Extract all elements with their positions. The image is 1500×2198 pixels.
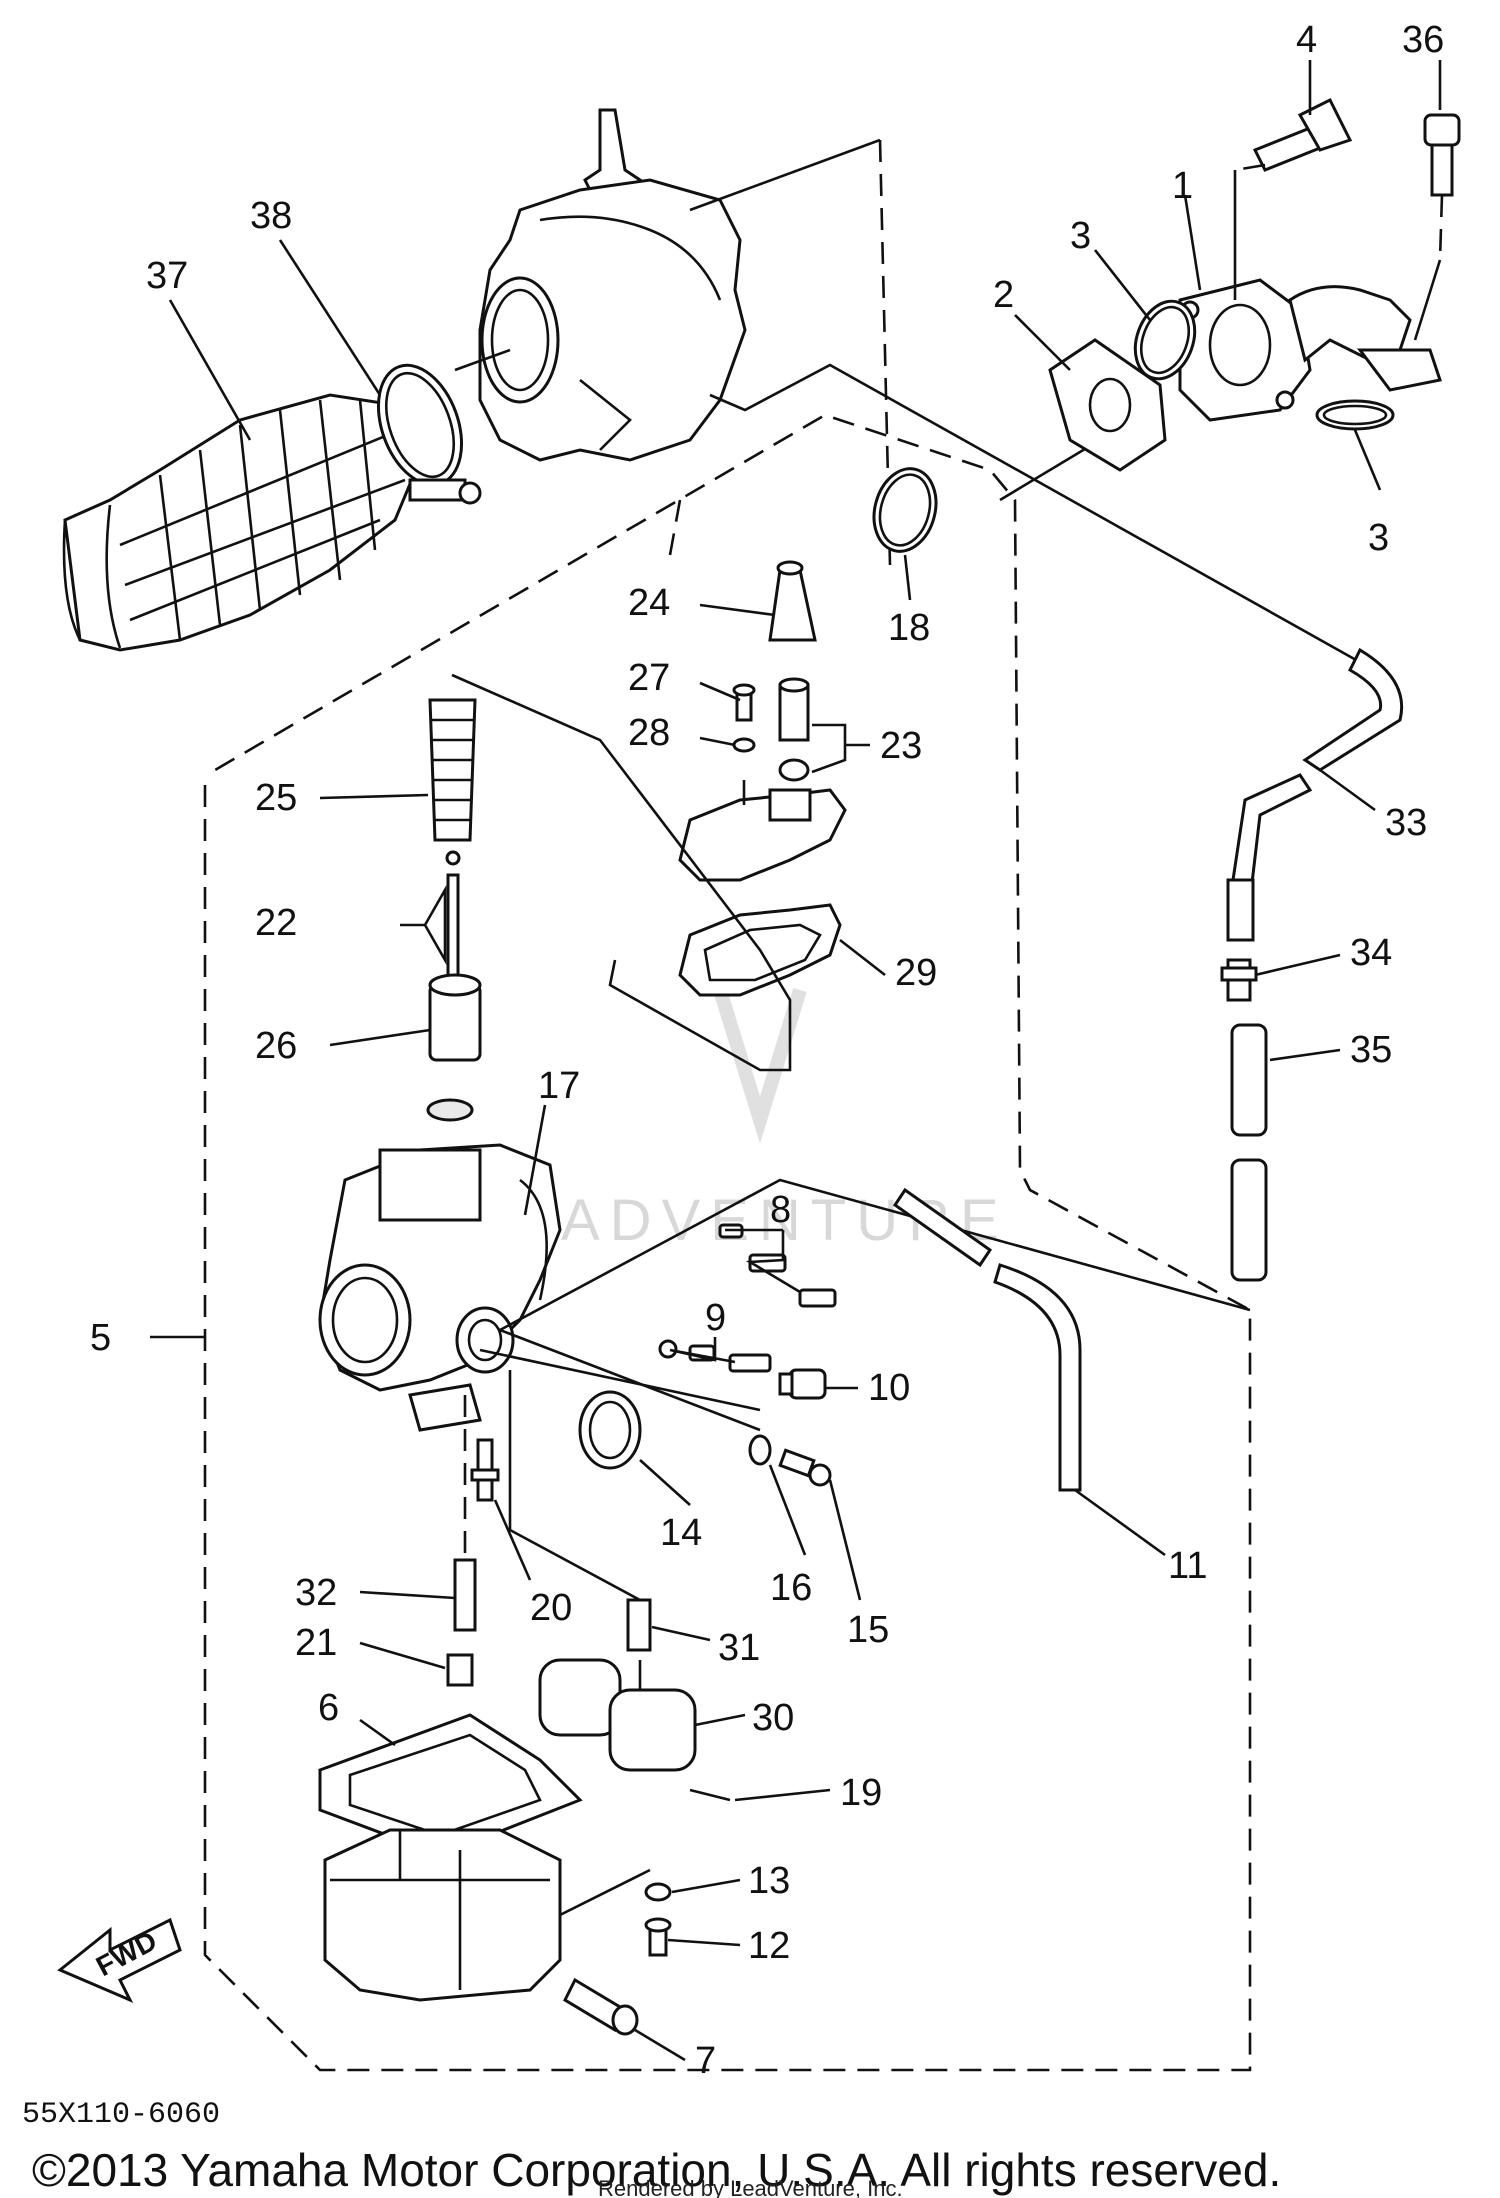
label-9: 9 [705, 1297, 726, 1339]
label-29: 29 [895, 952, 937, 994]
part-15-screw [778, 1448, 832, 1487]
part-33-hose [1226, 647, 1404, 942]
label-32: 32 [295, 1572, 337, 1614]
part-10-plug [778, 1368, 827, 1400]
leader-lines [150, 60, 1442, 2062]
part-2-gasket [1048, 338, 1167, 472]
part-7-drain-screw [563, 1977, 639, 2036]
part-27-screw [732, 683, 756, 722]
label-17: 17 [538, 1065, 580, 1107]
part-21-jet [446, 1653, 474, 1687]
label-11: 11 [1168, 1545, 1207, 1587]
label-31: 31 [718, 1627, 760, 1669]
part-36-bolt [1413, 113, 1461, 341]
part-14-cap [578, 1390, 642, 1470]
part-31-jet [626, 1598, 652, 1652]
part-25-spring [428, 698, 477, 842]
part-34-fitting [1220, 958, 1258, 1002]
label-33: 33 [1385, 802, 1427, 844]
part-30-float [538, 1658, 697, 1772]
float-bowl [323, 1828, 562, 2002]
label-13: 13 [748, 1860, 790, 1902]
top-cover [678, 780, 847, 882]
label-19: 19 [840, 1772, 882, 1814]
label-35: 35 [1350, 1029, 1392, 1071]
label-36: 36 [1402, 19, 1444, 61]
rendered-by: Rendered by LeadVenture, Inc. [598, 2176, 903, 2198]
label-14: 14 [660, 1512, 702, 1554]
label-24: 24 [628, 582, 670, 624]
label-12: 12 [748, 1925, 790, 1967]
part-5-carburetor-body [318, 1143, 562, 1432]
label-21: 21 [295, 1622, 337, 1664]
carburetor-upper [454, 108, 747, 462]
part-13-washer [644, 1882, 672, 1902]
part-4-bolt [1233, 97, 1353, 300]
fwd-arrow-icon: FWD [57, 1917, 182, 2003]
label-20: 20 [530, 1587, 572, 1629]
label-37: 37 [146, 255, 188, 297]
label-3-lower: 3 [1368, 517, 1389, 559]
label-22: 22 [255, 902, 297, 944]
label-38: 38 [250, 195, 292, 237]
label-27: 27 [628, 657, 670, 699]
part-38-clamp [376, 363, 482, 505]
label-2: 2 [993, 274, 1014, 316]
label-28: 28 [628, 712, 670, 754]
part-11-hose [892, 1187, 1082, 1492]
part-3-oring-lower [1315, 399, 1395, 431]
part-24-cap [768, 560, 817, 642]
label-3-upper: 3 [1070, 215, 1091, 257]
part-6-gasket [318, 1713, 583, 1857]
part-1-manifold [1178, 278, 1442, 422]
part-18-oring [872, 467, 938, 553]
diagram-code: 55X110-6060 [22, 2098, 220, 2132]
label-8: 8 [770, 1189, 791, 1231]
part-28-washer [732, 737, 756, 753]
label-30: 30 [752, 1697, 794, 1739]
part-37-intake-boot [62, 393, 422, 652]
label-7: 7 [695, 2040, 716, 2082]
copyright: ©2013 Yamaha Motor Corporation, U.S.A. A… [32, 2144, 1281, 2196]
label-6: 6 [318, 1687, 339, 1729]
part-32-jet [453, 1558, 477, 1632]
part-20-jet [470, 1438, 500, 1502]
label-15: 15 [847, 1609, 889, 1651]
label-5: 5 [90, 1317, 111, 1359]
label-25: 25 [255, 777, 297, 819]
part-23-adjuster [778, 677, 810, 782]
part-16-clip [748, 1434, 772, 1466]
part-19-pin [689, 1788, 731, 1802]
part-12-screw [644, 1917, 672, 1957]
label-23: 23 [880, 725, 922, 767]
part-labels: 4 36 1 3 2 3 38 37 18 24 27 28 23 33 34 … [90, 19, 1444, 2082]
part-22-needle [445, 850, 461, 987]
label-16: 16 [770, 1567, 812, 1609]
label-10: 10 [868, 1367, 910, 1409]
label-1: 1 [1172, 165, 1193, 207]
label-34: 34 [1350, 932, 1392, 974]
part-26-slide [426, 973, 482, 1122]
label-18: 18 [888, 607, 930, 649]
label-26: 26 [255, 1025, 297, 1067]
part-35-pipe [1230, 1023, 1268, 1282]
label-4: 4 [1296, 19, 1317, 61]
